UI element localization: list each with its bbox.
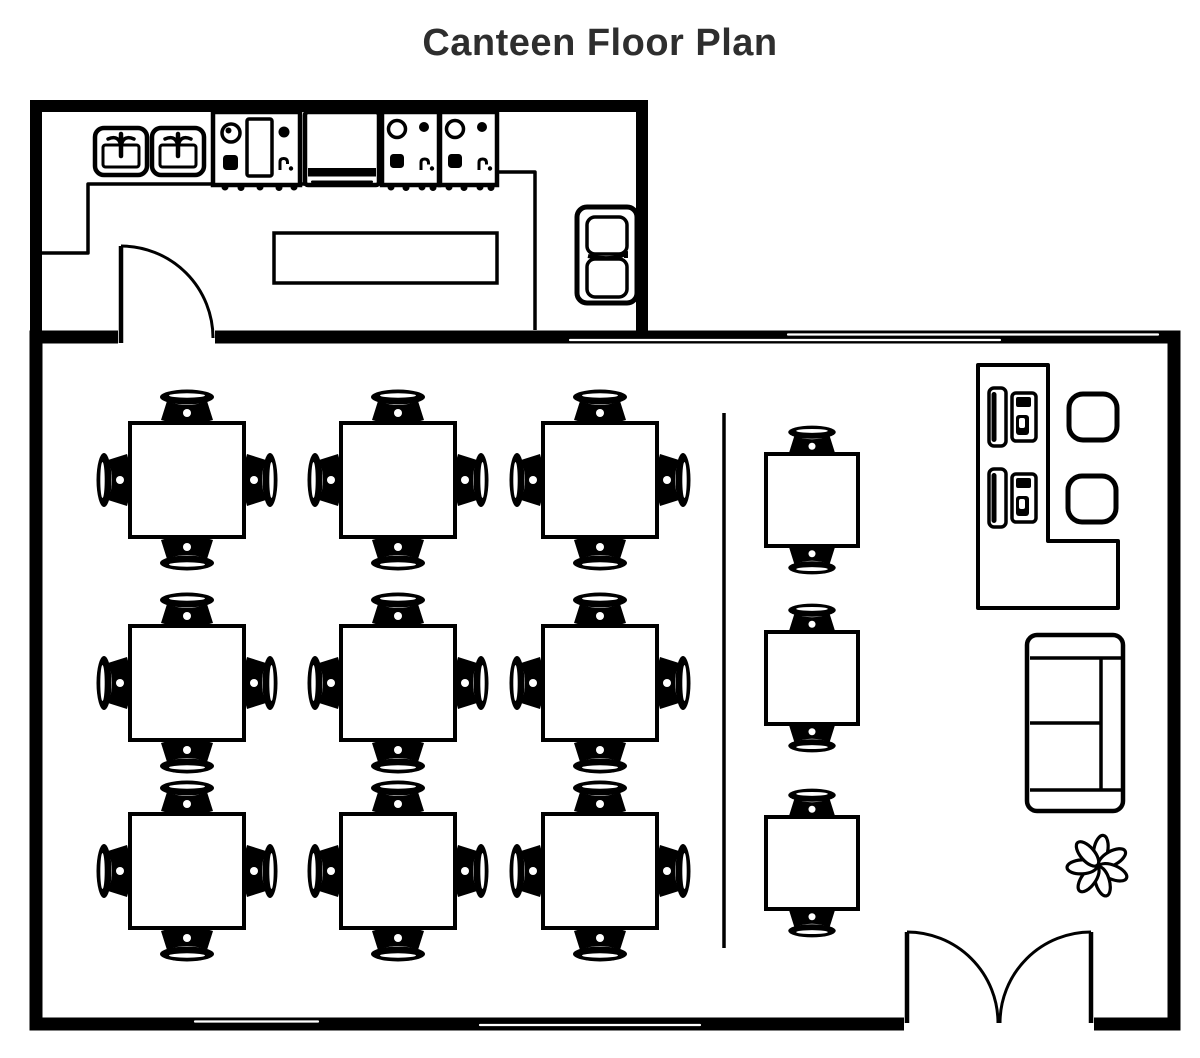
small-table-column [766,426,858,938]
sink-icon [152,128,204,175]
cooktop-icon [440,112,497,191]
stove-icon [213,112,300,191]
prep-counter [272,231,499,285]
sofa [1024,632,1126,814]
cash-register-icon [987,386,1038,448]
stool [1069,394,1117,440]
plant-icon [1065,833,1129,898]
dining-table-4-seat [308,781,489,962]
dining-table-4-seat [510,593,691,774]
kitchen-door [118,244,215,345]
stool [1068,476,1116,522]
service-counter [976,363,1120,610]
dining-table-4-seat [97,781,278,962]
cash-register-icon [987,467,1038,529]
dining-table-4-seat [97,593,278,774]
double-door [904,930,1094,1031]
dining-table-4-seat [510,390,691,571]
oven-icon [305,112,379,185]
dining-table-4-seat [308,593,489,774]
page-title: Canteen Floor Plan [422,22,778,64]
dining-table-2-seat [766,604,858,753]
dining-table-4-seat [510,781,691,962]
kitchen-room [42,112,637,345]
dining-table-4-seat [97,390,278,571]
dining-hall [97,363,1129,1031]
refrigerator-icon [577,207,637,303]
dining-table-2-seat [766,789,858,938]
dining-table-2-seat [766,426,858,575]
dining-table-grid [97,390,691,962]
dining-table-4-seat [308,390,489,571]
cooktop-icon [382,112,439,191]
sink-icon [95,128,147,175]
